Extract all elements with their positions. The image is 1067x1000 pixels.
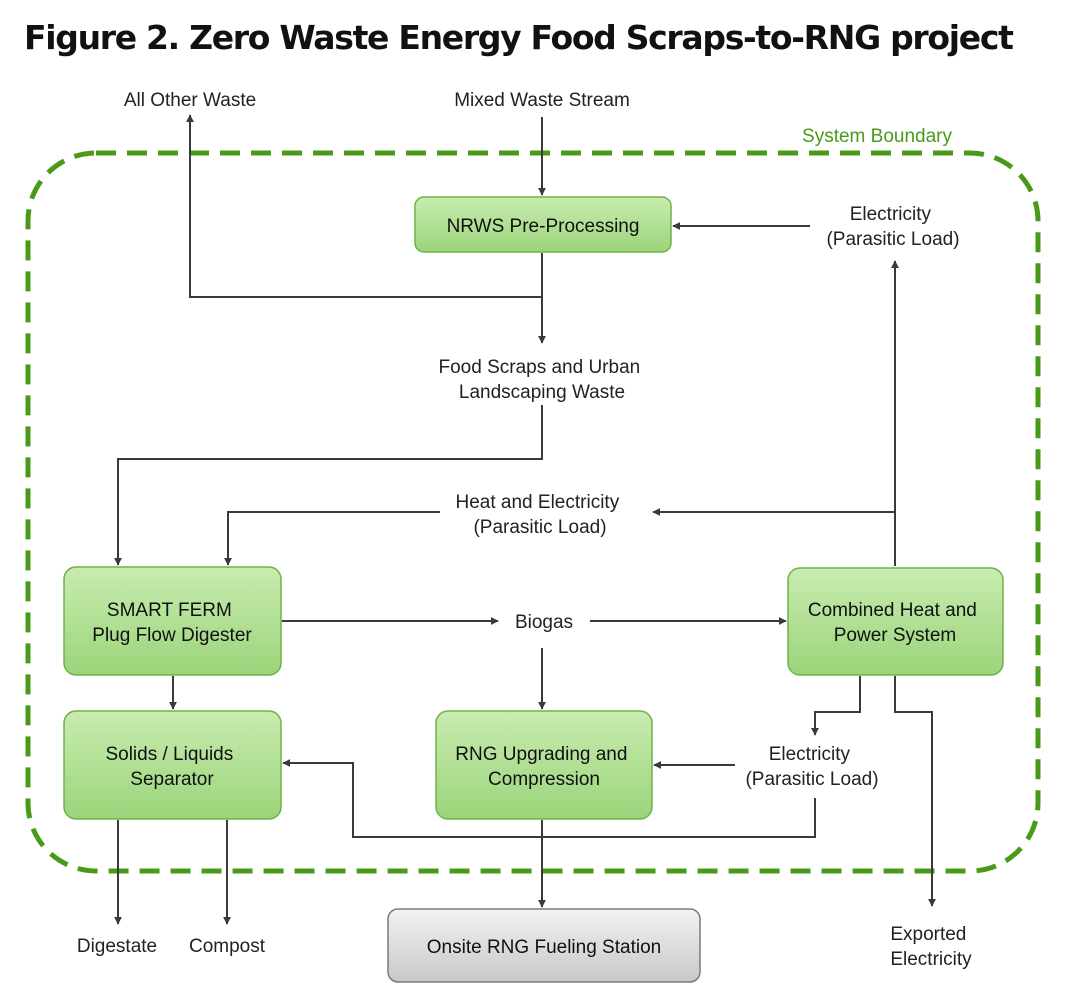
box-onsite-rng-fueling-station: Onsite RNG Fueling Station (387, 908, 701, 983)
label-all-other-waste: All Other Waste (124, 90, 256, 111)
label-heat-electricity-line-2: (Parasitic Load) (473, 517, 606, 538)
svg-text:Solids / Liquids Separat: Solids / Liquids Separator (105, 744, 238, 790)
arrow-electricity-to-separator (282, 759, 816, 838)
box-smart-ferm-label-line-1: SMART FERM (107, 600, 232, 621)
label-exported-electricity-line-2: Electricity (890, 949, 972, 970)
figure-title: Figure 2. Zero Waste Energy Food Scraps-… (24, 18, 1014, 57)
arrow-chp-to-electricity-bottom (811, 676, 861, 736)
box-chp-label-line-2: Power System (834, 625, 956, 646)
label-exported-electricity-line-1: Exported (890, 924, 966, 945)
arrow-chp-to-exported-electricity (894, 676, 936, 907)
box-chp-label-line-1: Combined Heat and (808, 600, 977, 621)
label-mixed-waste-line-1: Mixed Waste Stream (454, 90, 630, 111)
label-compost: Compost (189, 936, 266, 957)
label-electricity-bottom-line-1: Electricity (769, 744, 851, 765)
svg-text:SMART FERM Plug Flow Dig: SMART FERM Plug Flow Digester (92, 600, 252, 646)
svg-text:Combined Heat and Power: Combined Heat and Power System (808, 600, 982, 646)
svg-text:Onsite RNG Fueling Station: Onsite RNG Fueling Station (427, 937, 661, 958)
box-rng-upgrading-label-line-1: RNG Upgrading and (455, 744, 627, 765)
box-rng-upgrading-label-line-2: Compression (488, 769, 600, 790)
arrow-heat-electricity-to-digester (224, 511, 440, 566)
label-all-other-waste-line-1: All Other Waste (124, 90, 256, 111)
system-boundary (25, 150, 1041, 874)
label-food-scraps-line-2: Landscaping Waste (459, 382, 625, 403)
label-compost-line-1: Compost (189, 936, 266, 957)
svg-text:NRWS Pre-Processing: NRWS Pre-Processing (447, 216, 640, 237)
label-biogas-line-1: Biogas (515, 612, 573, 633)
label-biogas: Biogas (515, 612, 573, 633)
arrow-chp-to-heat-electricity (652, 508, 896, 566)
flow-connectors (114, 114, 936, 925)
box-fueling-label-line-1: Onsite RNG Fueling Station (427, 937, 661, 958)
system-boundary-label: System Boundary (802, 126, 952, 147)
box-smart-ferm-label-line-2: Plug Flow Digester (92, 625, 252, 646)
box-solids-liquids-separator: Solids / Liquids Separator (63, 710, 282, 820)
label-food-scraps-line-1: Food Scraps and Urban (438, 357, 640, 378)
arrow-nrws-to-all-other-waste (186, 114, 543, 298)
box-rng-upgrading: RNG Upgrading and Compression (435, 710, 653, 820)
svg-text:RNG Upgrading and Compre: RNG Upgrading and Compression (455, 744, 632, 790)
arrow-food-scraps-to-digester (114, 405, 543, 566)
label-exported-electricity: Exported Electricity (890, 924, 972, 970)
box-separator-label-line-2: Separator (130, 769, 214, 790)
label-digestate: Digestate (77, 936, 157, 957)
label-food-scraps: Food Scraps and Urban Landscaping Waste (438, 357, 645, 403)
box-combined-heat-power: Combined Heat and Power System (787, 567, 1004, 676)
box-nrws-label-line-1: NRWS Pre-Processing (447, 216, 640, 237)
box-smart-ferm-digester: SMART FERM Plug Flow Digester (63, 566, 282, 676)
box-separator-label-line-1: Solids / Liquids (105, 744, 233, 765)
label-heat-electricity-line-1: Heat and Electricity (456, 492, 620, 513)
box-nrws-pre-processing: NRWS Pre-Processing (414, 196, 672, 253)
label-electricity-bottom-line-2: (Parasitic Load) (745, 769, 878, 790)
label-heat-and-electricity: Heat and Electricity (Parasitic Load) (456, 492, 625, 538)
label-electricity-top-line-2: (Parasitic Load) (826, 229, 959, 250)
label-digestate-line-1: Digestate (77, 936, 157, 957)
label-electricity-top-line-1: Electricity (850, 204, 932, 225)
label-mixed-waste-stream: Mixed Waste Stream (454, 90, 630, 111)
label-electricity-bottom: Electricity (Parasitic Load) (745, 744, 878, 790)
label-electricity-top: Electricity (Parasitic Load) (826, 204, 959, 250)
